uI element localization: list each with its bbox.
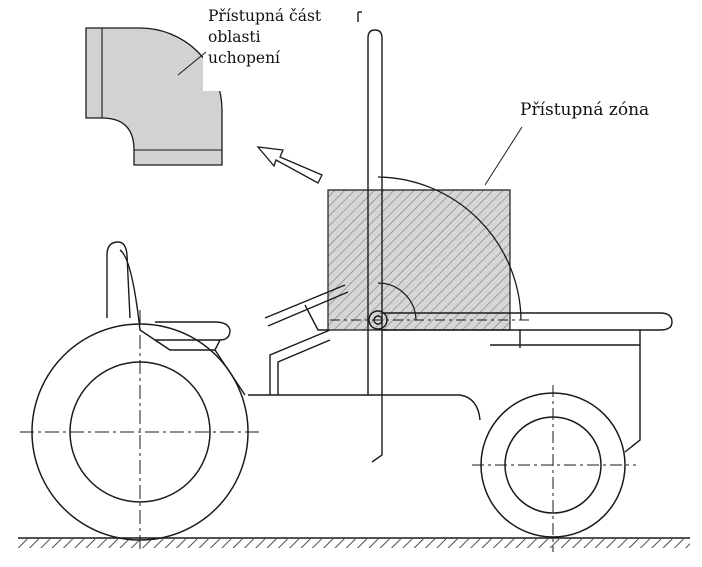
zone-label-leader — [484, 126, 523, 186]
grasp-area-inset — [85, 5, 343, 166]
rear-wheel — [20, 310, 262, 552]
arrow-icon — [256, 146, 323, 184]
front-wheel — [472, 385, 636, 552]
grasp-label-line2: oblasti — [208, 28, 261, 46]
accessible-zone-area — [327, 176, 522, 331]
grasp-label-line3: uchopení — [208, 49, 281, 67]
zone-label: Přístupná zóna — [520, 100, 650, 120]
grasp-label-line1: Přístupná část — [208, 7, 322, 25]
ground — [18, 537, 690, 548]
